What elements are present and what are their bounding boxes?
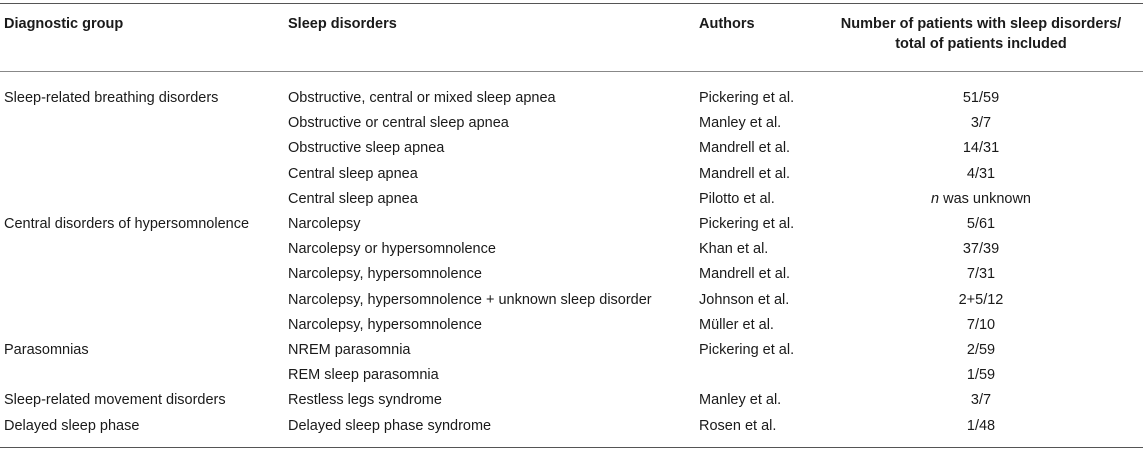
- cell-patient-count: 1/48: [966, 417, 996, 434]
- cell-sleep-disorder: Restless legs syndrome: [288, 392, 442, 409]
- cell-sleep-disorder: NREM parasomnia: [288, 342, 411, 359]
- cell-patient-count: 3/7: [970, 115, 992, 132]
- header-patient-count-line2: total of patients included: [895, 36, 1067, 52]
- cell-sleep-disorder: Narcolepsy, hypersomnolence: [288, 316, 482, 333]
- cell-authors: Manley et al.: [699, 115, 782, 132]
- cell-sleep-disorder: Obstructive or central sleep apnea: [288, 115, 509, 132]
- header-patient-count-line1: Number of patients with sleep disorders/: [840, 16, 1122, 32]
- table-row: Central sleep apnea Mandrell et al. 4/31: [0, 162, 1143, 187]
- cell-patient-count: 3/7: [970, 392, 992, 409]
- cell-authors: Mandrell et al.: [699, 140, 791, 157]
- table-row: Central disorders of hypersomnolence Narc…: [0, 212, 1143, 237]
- cell-sleep-disorder: Narcolepsy, hypersomnolence + unknown sl…: [288, 291, 652, 308]
- cell-authors: Khan et al.: [699, 241, 769, 258]
- cell-patient-count: 37/39: [962, 241, 1000, 258]
- cell-patient-count: 1/59: [966, 367, 996, 384]
- cell-diagnostic-group: [0, 313, 284, 338]
- cell-authors: Müller et al.: [699, 316, 774, 333]
- table-row: Central sleep apnea Pilotto et al. n was u…: [0, 187, 1143, 212]
- cell-sleep-disorder: Obstructive, central or mixed sleep apne…: [288, 90, 556, 106]
- header-authors: Authors: [699, 16, 755, 32]
- cell-diagnostic-group: [0, 162, 284, 187]
- table-row: Delayed sleep phase Delayed sleep phase s…: [0, 414, 1143, 448]
- cell-sleep-disorder: Central sleep apnea: [288, 190, 418, 207]
- cell-diagnostic-group: Parasomnias: [4, 342, 89, 359]
- header-diagnostic-group: Diagnostic group: [4, 16, 124, 32]
- cell-patient-count: 2/59: [966, 342, 996, 359]
- table-row: Narcolepsy, hypersomnolence + unknown sl…: [0, 288, 1143, 313]
- cell-authors: Mandrell et al.: [699, 165, 791, 182]
- table-row: Parasomnias NREM parasomnia Pickering et a…: [0, 338, 1143, 363]
- table-row: Narcolepsy, hypersomnolence Mandrell et a…: [0, 262, 1143, 287]
- cell-authors: Pickering et al.: [699, 216, 795, 233]
- cell-authors: Johnson et al.: [699, 291, 790, 308]
- header-row: Diagnostic group Sleep disorders Authors…: [0, 3, 1143, 72]
- header-sleep-disorders: Sleep disorders: [288, 16, 397, 32]
- cell-diagnostic-group: [0, 262, 284, 287]
- table-row: Obstructive sleep apnea Mandrell et al. 14…: [0, 136, 1143, 161]
- cell-patient-count: 7/31: [966, 266, 996, 283]
- cell-patient-count-italic: n: [931, 190, 940, 207]
- cell-patient-count: 14/31: [962, 140, 1000, 157]
- sleep-disorders-table: Diagnostic group Sleep disorders Authors…: [0, 3, 1143, 448]
- cell-patient-count: 7/10: [966, 316, 996, 333]
- cell-patient-count: 4/31: [966, 165, 996, 182]
- table-header: Diagnostic group Sleep disorders Authors…: [0, 3, 1143, 72]
- cell-authors: [695, 363, 819, 388]
- cell-diagnostic-group: Sleep-related movement disorders: [4, 392, 226, 409]
- cell-diagnostic-group: [0, 288, 284, 313]
- cell-sleep-disorder: Narcolepsy: [288, 216, 361, 233]
- cell-patient-count: 5/61: [966, 216, 996, 233]
- cell-sleep-disorder: Central sleep apnea: [288, 165, 418, 182]
- cell-diagnostic-group: [0, 136, 284, 161]
- cell-authors: Mandrell et al.: [699, 266, 791, 283]
- table-row: Narcolepsy, hypersomnolence Müller et al.…: [0, 313, 1143, 338]
- cell-diagnostic-group: [0, 111, 284, 136]
- table-row: Obstructive or central sleep apnea Manley…: [0, 111, 1143, 136]
- table-row: Narcolepsy or hypersomnolence Khan et al.…: [0, 237, 1143, 262]
- header-patient-count: Number of patients with sleep disorders/…: [819, 4, 1143, 72]
- cell-diagnostic-group: Sleep-related breathing disorders: [4, 90, 219, 106]
- cell-authors: Manley et al.: [699, 392, 782, 409]
- cell-diagnostic-group: Delayed sleep phase: [4, 417, 140, 434]
- cell-patient-count: n was unknown: [819, 187, 1143, 212]
- cell-authors: Pickering et al.: [699, 90, 795, 106]
- cell-authors: Pickering et al.: [699, 342, 795, 359]
- table-row: REM sleep parasomnia 1/59: [0, 363, 1143, 388]
- table-row: Sleep-related movement disorders Restless…: [0, 388, 1143, 413]
- cell-sleep-disorder: REM sleep parasomnia: [288, 367, 439, 384]
- cell-diagnostic-group: [0, 237, 284, 262]
- cell-sleep-disorder: Narcolepsy or hypersomnolence: [288, 241, 496, 258]
- cell-authors: Rosen et al.: [699, 417, 777, 434]
- cell-patient-count: 51/59: [962, 90, 1000, 106]
- cell-sleep-disorder: Delayed sleep phase syndrome: [288, 417, 492, 434]
- cell-authors: Pilotto et al.: [699, 190, 775, 207]
- cell-patient-count-text: was unknown: [939, 190, 1031, 207]
- cell-patient-count: 2+5/12: [958, 291, 1004, 308]
- cell-diagnostic-group: Central disorders of hypersomnolence: [4, 216, 250, 233]
- cell-sleep-disorder: Narcolepsy, hypersomnolence: [288, 266, 482, 283]
- cell-sleep-disorder: Obstructive sleep apnea: [288, 140, 445, 157]
- table-row: Sleep-related breathing disorders Obstruc…: [0, 72, 1143, 112]
- cell-diagnostic-group: [0, 363, 284, 388]
- cell-diagnostic-group: [0, 187, 284, 212]
